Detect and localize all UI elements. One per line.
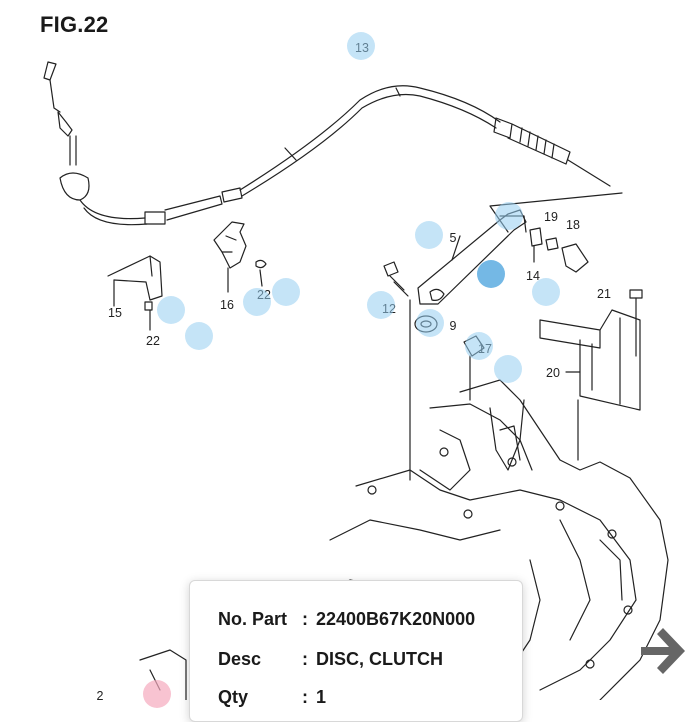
callout-16: 16 [220,298,234,312]
pivot-parts-18-19 [529,227,589,273]
callout-18: 18 [566,218,580,232]
description-value: DISC, CLUTCH [316,649,443,669]
callout-9: 9 [449,319,457,333]
callout-20: 20 [546,366,560,380]
quantity-label: Qty [218,687,249,707]
description-row: Desc: DISC, CLUTCH [218,649,443,670]
description-label: Desc [218,649,262,669]
hotspot-14-active[interactable] [477,260,505,288]
hotspot-22-lower[interactable] [185,322,213,350]
diagram-viewer: FIG.22 [40,12,691,722]
hotspot-17[interactable] [465,332,493,360]
bolt-part-21 [629,289,643,357]
part-info-card: No. Part:22400B67K20N000 Desc:DISC, CLUT… [189,580,523,722]
callout-5: 5 [449,231,457,245]
callout-2: 2 [96,689,104,703]
callout-15: 15 [108,306,122,320]
separator: : [302,649,308,669]
hotspot-9[interactable] [416,309,444,337]
hotspot-5[interactable] [415,221,443,249]
part-number-label: No. Part [218,609,288,629]
figure-title: FIG.22 [40,12,109,37]
callout-14: 14 [526,269,540,283]
hotspot-20[interactable] [494,355,522,383]
hotspot-lever-end[interactable] [495,202,523,230]
separator: : [302,687,308,707]
separator: : [302,609,308,629]
quantity-row: Qty:1 [218,687,326,708]
hotspot-13[interactable] [347,32,375,60]
bracket-part-15 [107,255,163,331]
bolt-part-12 [383,261,409,297]
callout-19: 19 [544,210,558,224]
part-number-row: No. Part:22400B67K20N000 [218,609,475,630]
hotspot-15[interactable] [157,296,185,324]
clutch-cable-part [43,61,623,233]
hotspot-22[interactable] [272,278,300,306]
bracket-part-16 [213,221,267,293]
callout-22-lower: 22 [146,334,160,348]
exploded-parts-drawing [43,61,669,700]
next-button[interactable] [633,622,691,680]
hotspot-16[interactable] [243,288,271,316]
hotspot-14[interactable] [532,278,560,306]
callout-21: 21 [597,287,611,301]
hotspot-12[interactable] [367,291,395,319]
hotspot-2[interactable] [143,680,171,708]
arrow-right-icon [641,628,685,674]
quantity-value: 1 [316,687,327,707]
part-number-value: 22400B67K20N000 [316,609,476,629]
bracket-part-20 [539,309,641,411]
